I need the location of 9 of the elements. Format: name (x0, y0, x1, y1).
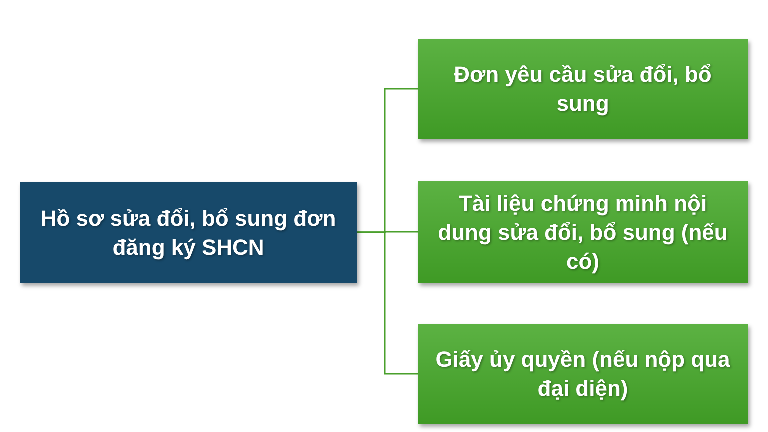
box-text: Đơn yêu cầu sửa đổi, bổ sung (453, 61, 713, 118)
box-text: Giấy ủy quyền (nếu nộp qua đại diện) (434, 346, 732, 403)
connector-line (357, 232, 418, 375)
box-text: Hồ sơ sửa đổi, bổ sung đơn đăng ký SHCN (40, 204, 338, 262)
item-box (418, 39, 748, 139)
item-box (418, 181, 748, 283)
topic-box (20, 182, 357, 283)
box-text: Tài liệu chứng minh nội dung sửa đổi, bổ sung (nếu có) (437, 190, 729, 276)
item-box (418, 324, 748, 424)
